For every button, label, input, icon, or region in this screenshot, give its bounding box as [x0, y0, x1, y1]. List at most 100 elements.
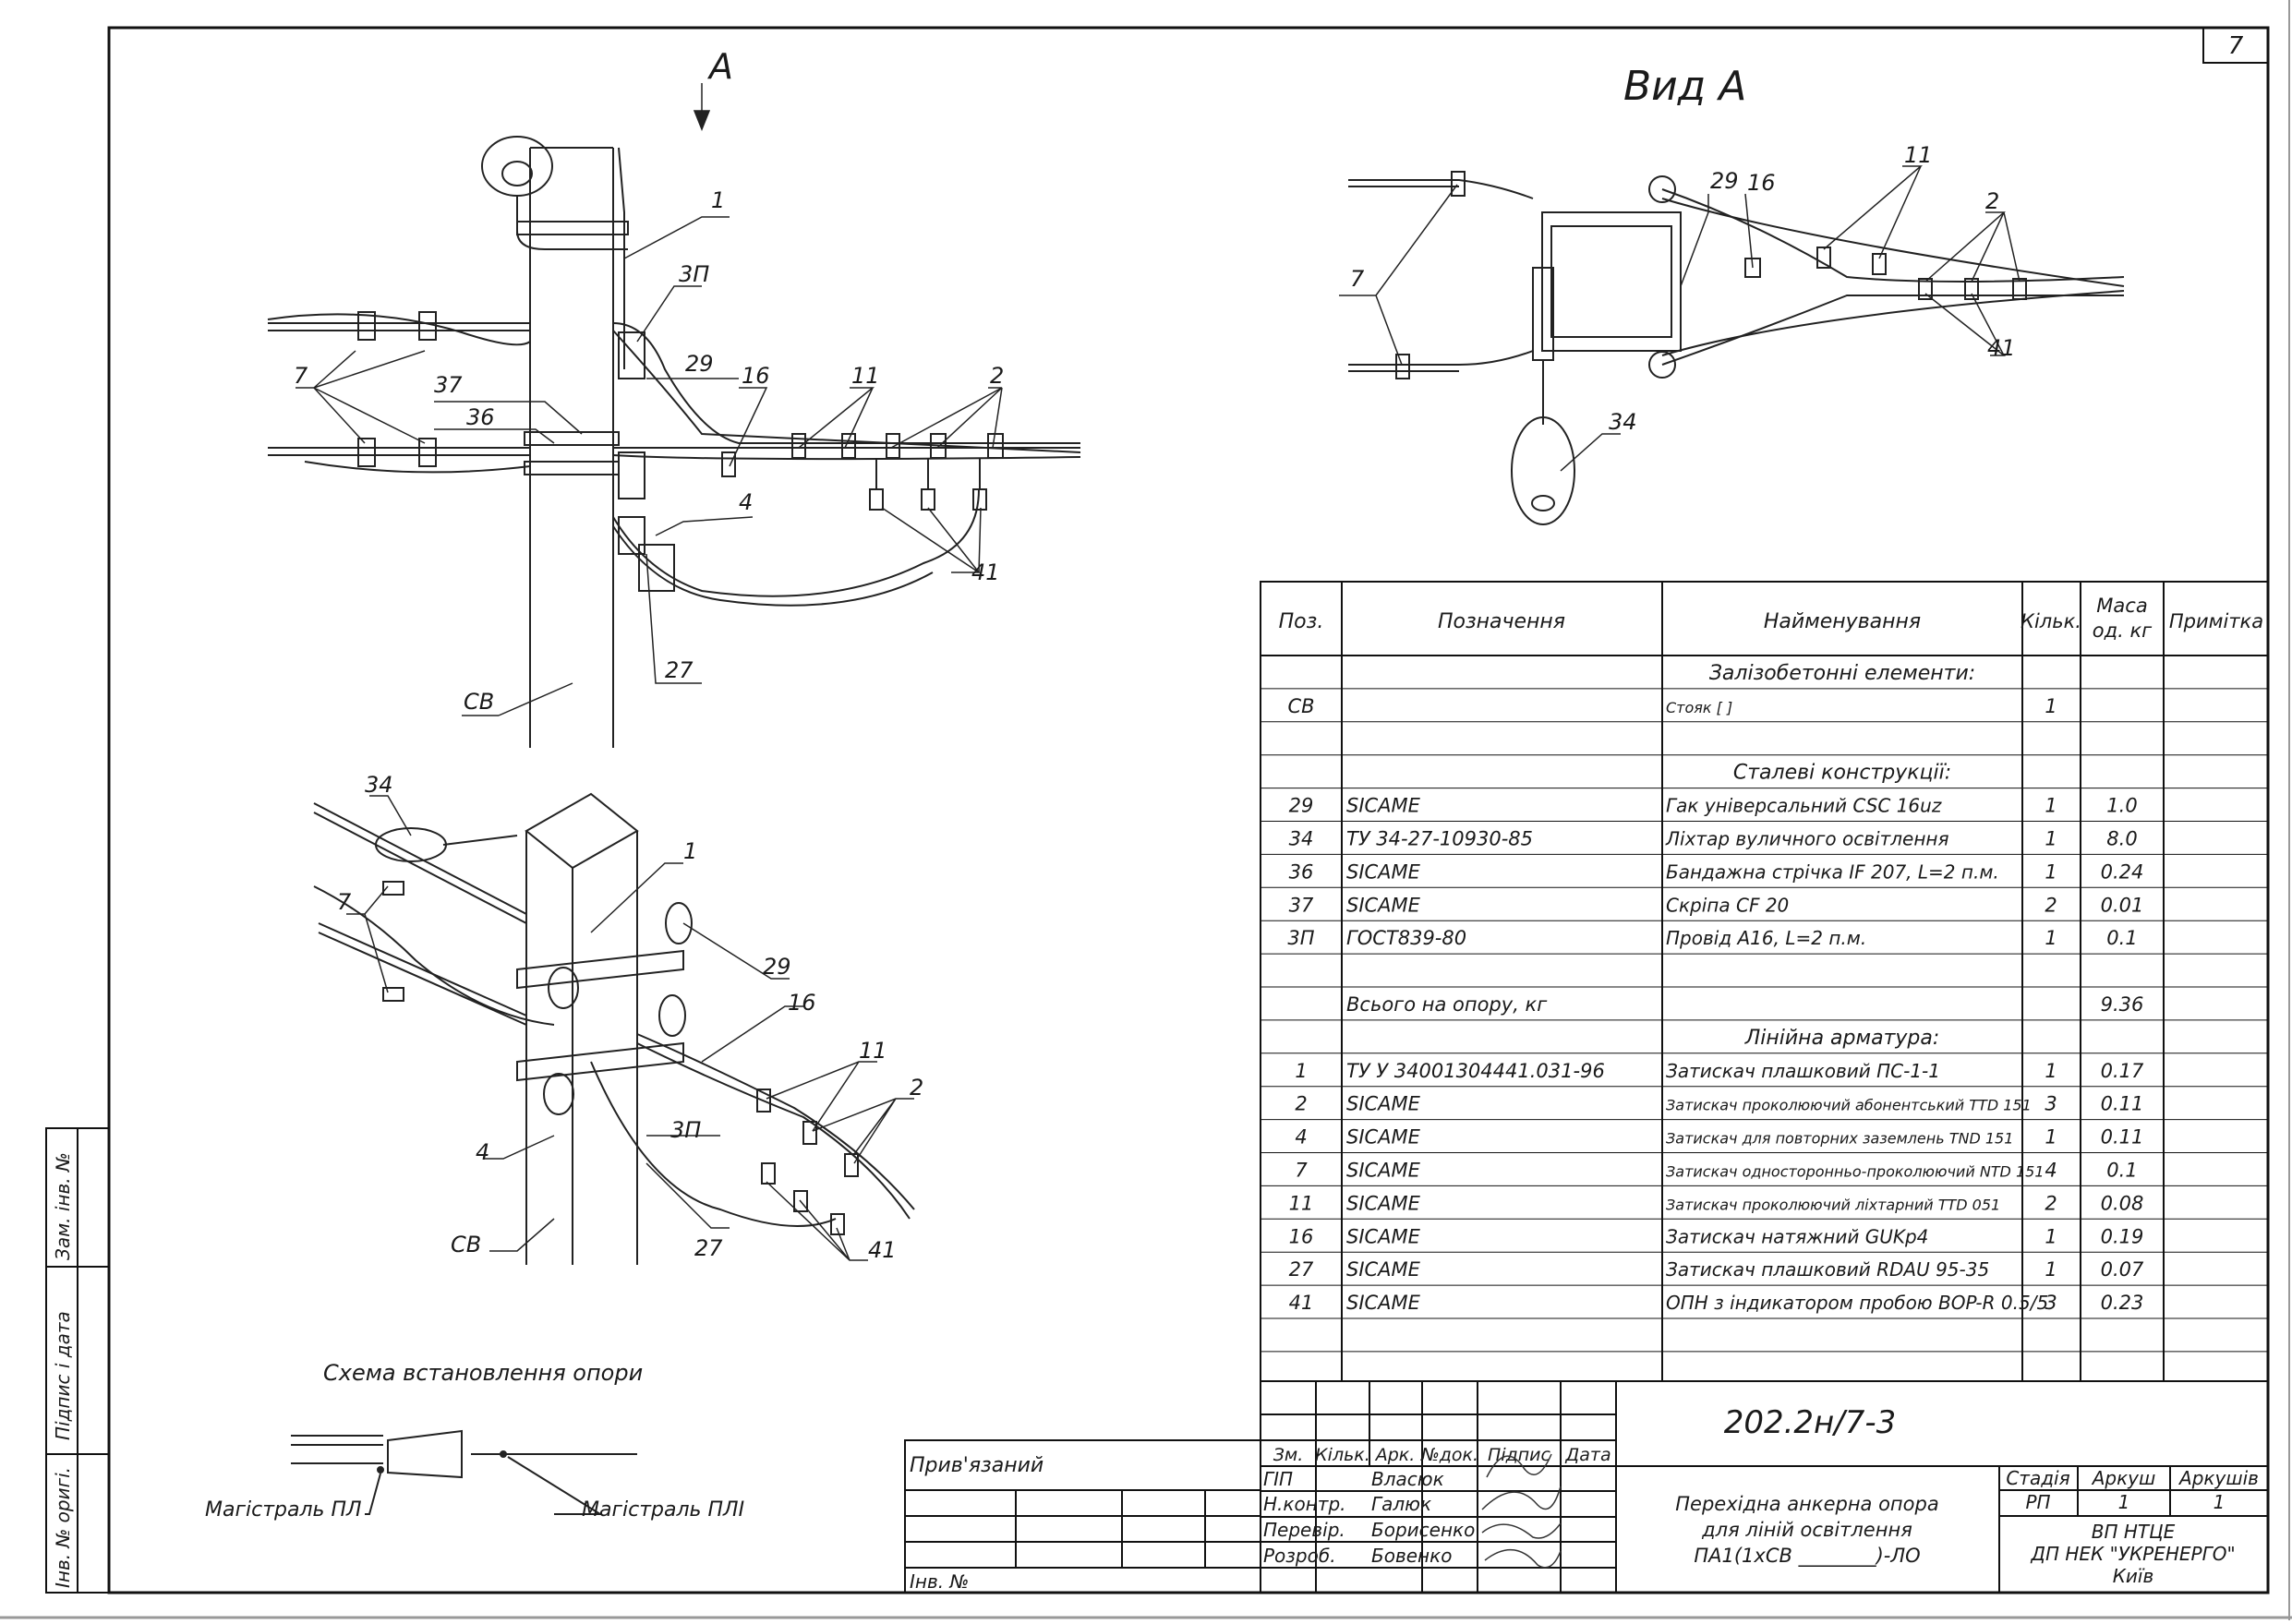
side-label-zam: Зам. інв. №	[52, 1152, 74, 1260]
drawing-code: 202.2н/7-3	[1724, 1404, 1897, 1441]
sheet-value: 1	[2118, 1491, 2130, 1513]
spec-section-heading: Лінійна арматура:	[1744, 1027, 1940, 1050]
spec-cell-pos: 4	[1295, 1126, 1307, 1149]
spec-cell-qty: 4	[2045, 1160, 2057, 1182]
spec-cell-pos: 3П	[1287, 927, 1314, 949]
tb-role-3: Розроб.	[1263, 1545, 1336, 1567]
spec-cell-name: Затискач для повторних заземлень TND 151	[1666, 1130, 2013, 1148]
spec-header-name: Найменування	[1764, 610, 1921, 633]
spec-cell-designation: ТУ 34-27-10930-85	[1346, 828, 1533, 850]
callout-main-37: 37	[434, 372, 463, 398]
spec-cell-designation: SICAME	[1346, 894, 1421, 916]
iso-view	[313, 792, 915, 1265]
stage-value: РП	[2025, 1491, 2050, 1513]
view-title: Вид А	[1623, 63, 1746, 110]
spec-header-note: Примітка	[2169, 610, 2263, 632]
spec-cell-mass: 0.23	[2101, 1292, 2144, 1314]
side-label-orig: Інв. № оригі.	[52, 1467, 74, 1588]
side-label-pidpys: Підпис і дата	[52, 1311, 74, 1440]
spec-cell-name: Затискач плашковий RDAU 95-35	[1666, 1258, 1989, 1281]
spec-cell-name: Затискач проколюючий абонентський TTD 15…	[1666, 1097, 2032, 1114]
callout-viewa-11: 11	[1904, 142, 1933, 168]
spec-cell-name: Затискач односторонньо-проколюючий NTD 1…	[1666, 1163, 2045, 1181]
spec-cell-mass: 0.19	[2101, 1225, 2144, 1247]
side-stamp	[45, 1127, 110, 1594]
spec-cell-designation: SICAME	[1346, 1258, 1421, 1281]
callout-iso-1: 1	[683, 838, 697, 864]
spec-cell-name: Стояк [ ]	[1666, 699, 1732, 716]
main-view-leaders	[296, 83, 1003, 716]
spec-cell-qty: 1	[2045, 1258, 2057, 1281]
spec-cell-qty: 3	[2045, 1093, 2057, 1115]
sheets-label: Аркушів	[2177, 1467, 2259, 1489]
title-block-grid	[904, 1380, 2269, 1594]
spec-cell-designation: Всього на опору, кг	[1346, 993, 1548, 1016]
spec-cell-pos: 36	[1289, 860, 1314, 883]
spec-cell-qty: 1	[2045, 695, 2057, 717]
spec-cell-qty: 1	[2045, 860, 2057, 883]
spec-cell-designation: SICAME	[1346, 1160, 1421, 1182]
spec-cell-pos: 29	[1289, 795, 1314, 817]
spec-cell-mass: 0.07	[2101, 1258, 2144, 1281]
callout-iso-2: 2	[910, 1075, 923, 1101]
callout-iso-27: 27	[694, 1235, 723, 1261]
spec-cell-mass: 0.24	[2101, 860, 2144, 883]
tb-header-ark: Арк.	[1374, 1445, 1416, 1465]
scheme-label-right: Магістраль ПЛІ	[582, 1498, 744, 1522]
sheet-number: 7	[2228, 32, 2244, 60]
spec-header-mass1: Маса	[2096, 595, 2147, 617]
spec-cell-pos: 34	[1289, 828, 1314, 850]
attached-label: Прив'язаний	[910, 1454, 1043, 1477]
spec-cell-name: Скріпа CF 20	[1666, 894, 1789, 916]
spec-cell-mass: 0.1	[2106, 927, 2137, 949]
description-line-2: для ліній освітлення	[1701, 1519, 1912, 1541]
org-line-2: ДП НЕК "УКРЕНЕРГО"	[2030, 1543, 2235, 1565]
callout-iso-4: 4	[476, 1139, 489, 1165]
callout-main-7: 7	[294, 363, 308, 389]
spec-cell-designation: SICAME	[1346, 1093, 1421, 1115]
spec-cell-pos: 1	[1295, 1060, 1307, 1082]
spec-cell-qty: 1	[2045, 927, 2057, 949]
callout-viewa-7: 7	[1350, 266, 1365, 292]
callout-main-16: 16	[742, 363, 770, 389]
org-line-3: Київ	[2113, 1565, 2154, 1587]
spec-cell-designation: SICAME	[1346, 795, 1421, 817]
scheme-label-left: Магістраль ПЛ	[205, 1498, 362, 1522]
spec-cell-designation: SICAME	[1346, 1225, 1421, 1247]
callout-main-4: 4	[739, 489, 753, 515]
callout-main-29: 29	[685, 351, 714, 377]
spec-cell-mass: 0.11	[2101, 1126, 2144, 1149]
spec-cell-pos: 27	[1289, 1258, 1314, 1281]
signatures	[1481, 1453, 1562, 1569]
tb-role-0: ГІП	[1263, 1468, 1293, 1490]
org-line-1: ВП НТЦЕ	[2092, 1521, 2176, 1543]
spec-section-heading: Залізобетонні елементи:	[1709, 662, 1975, 685]
spec-table-row-lines	[1261, 688, 2268, 1353]
tb-name-0: Власюк	[1371, 1468, 1444, 1490]
spec-header-qty: Кільк.	[2021, 610, 2081, 632]
main-view	[267, 136, 1081, 748]
spec-cell-pos: 2	[1295, 1093, 1307, 1115]
tb-name-3: Бовенко	[1371, 1545, 1452, 1567]
spec-cell-name: Затискач плашковий ПС-1-1	[1666, 1060, 1940, 1082]
spec-cell-qty: 1	[2045, 1060, 2057, 1082]
scheme-sketch	[291, 1429, 637, 1515]
callout-viewa-29: 29	[1710, 168, 1739, 194]
callout-main-cb: СВ	[464, 689, 494, 715]
spec-cell-mass: 9.36	[2101, 993, 2144, 1016]
spec-cell-pos: 11	[1289, 1192, 1314, 1214]
callout-main-11: 11	[851, 363, 880, 389]
callout-iso-11: 11	[859, 1038, 887, 1064]
iso-view-leaders	[346, 795, 914, 1261]
spec-cell-qty: 1	[2045, 1225, 2057, 1247]
spec-cell-designation: SICAME	[1346, 860, 1421, 883]
callout-iso-7: 7	[337, 889, 352, 915]
spec-cell-name: Затискач проколюючий ліхтарний TTD 051	[1666, 1196, 2000, 1213]
spec-cell-name: Затискач натяжний GUKp4	[1666, 1225, 1928, 1247]
spec-cell-mass: 0.08	[2101, 1192, 2144, 1214]
callout-iso-29: 29	[763, 954, 791, 980]
spec-cell-pos: 16	[1289, 1225, 1314, 1247]
view-a	[1348, 171, 2125, 525]
spec-cell-qty: 3	[2045, 1292, 2057, 1314]
